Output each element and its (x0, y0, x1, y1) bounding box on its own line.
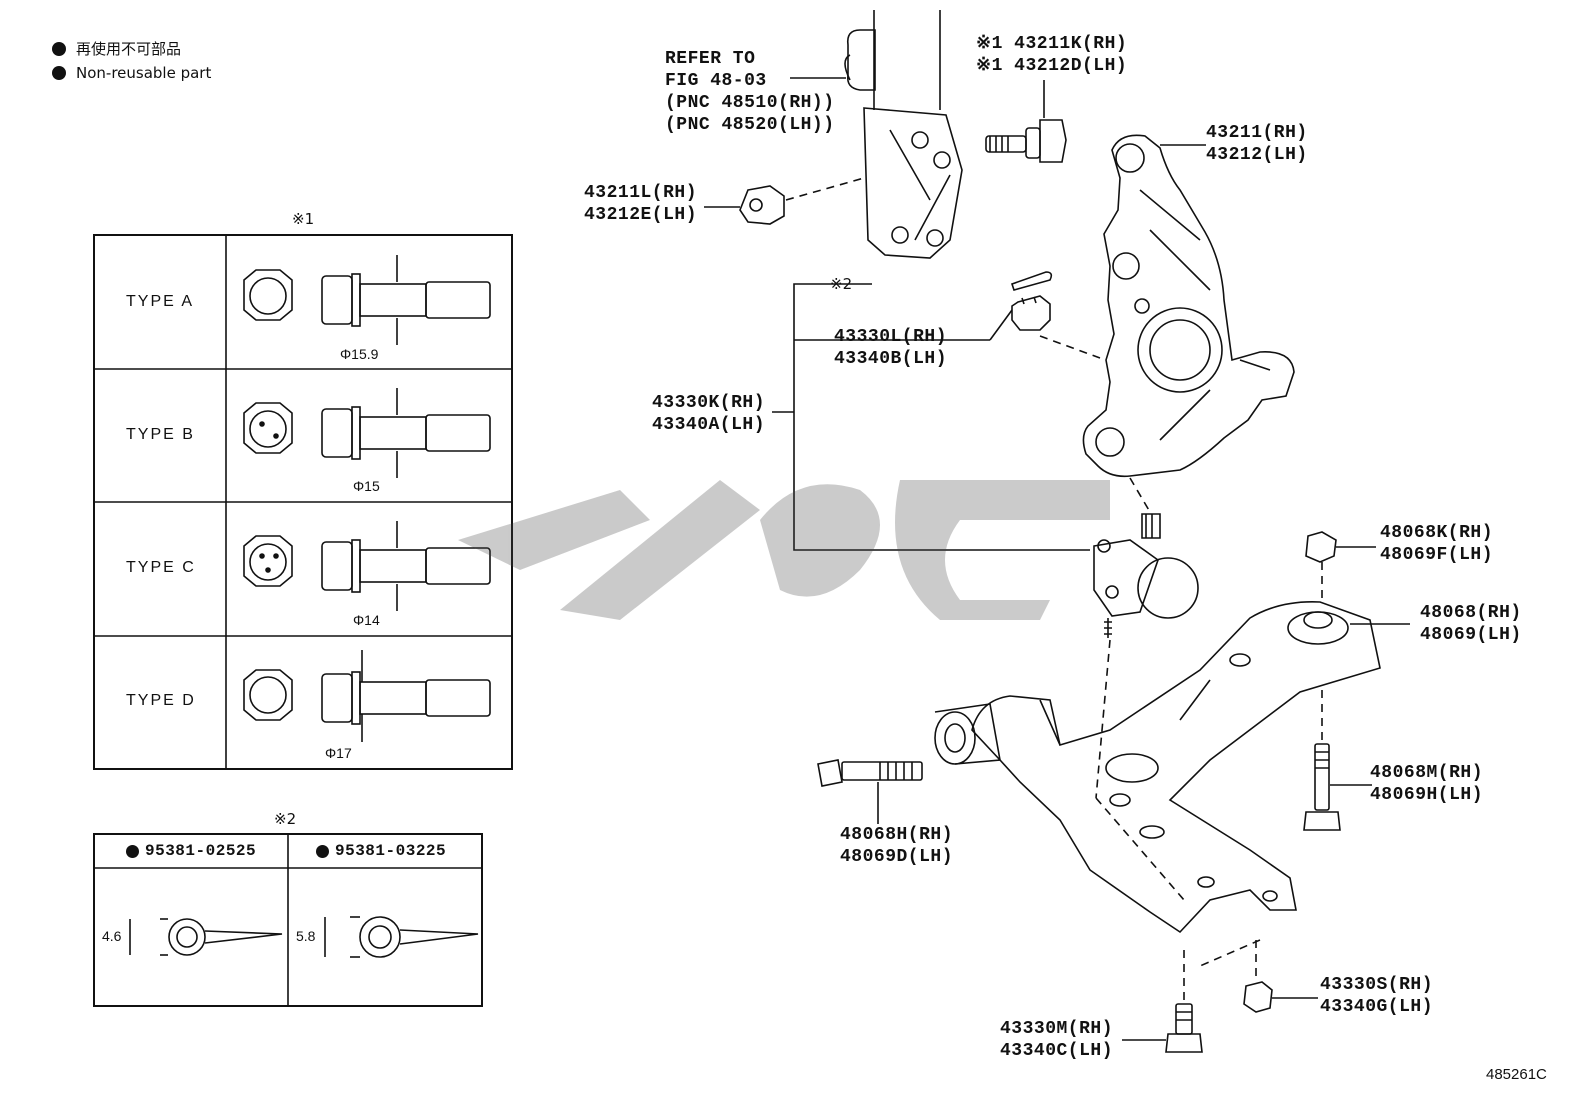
type-c-label: TYPE C (126, 559, 196, 576)
legend-en: Non-reusable part (52, 64, 211, 82)
table2-title: ※2 (274, 810, 297, 828)
non-reusable-dot-icon (126, 844, 139, 858)
strut-icon (844, 10, 963, 259)
table1-title: ※1 (292, 210, 315, 228)
castle-nut-icon (1011, 295, 1051, 331)
refer-line1: REFER TO (665, 49, 756, 69)
label-balljoint-lh[interactable]: 43340A(LH) (652, 415, 766, 435)
lower-nut-icon (1243, 981, 1273, 1013)
label-balljoint-rh[interactable]: 43330K(RH) (652, 393, 766, 413)
bolt-type-b-icon (243, 388, 491, 478)
label-armbolt-lh[interactable]: 48069H(LH) (1370, 785, 1484, 805)
watermark-logo (458, 480, 1110, 620)
cotter-code-1: 95381-02525 (126, 842, 256, 860)
ball-joint-icon (1093, 513, 1199, 638)
arm-vertical-bolt-icon (1303, 743, 1341, 831)
cotter-code-2: 95381-03225 (316, 842, 446, 860)
label-lowernut-rh[interactable]: 43330S(RH) (1320, 975, 1434, 995)
label-castle-rh[interactable]: 43330L(RH) (834, 327, 948, 347)
cotter-dim-1: 4.6 (102, 928, 122, 944)
refer-line2: FIG 48-03 (665, 71, 767, 91)
legend-jp-text: 再使用不可部品 (76, 40, 182, 58)
arm-horizontal-bolt-icon (817, 759, 923, 787)
type-b-dim: Φ15 (353, 478, 380, 494)
bolt-type-a-icon (243, 255, 491, 345)
knuckle-bolt-icon (985, 119, 1067, 163)
non-reusable-dot-icon (52, 66, 66, 80)
label-frontbolt-lh[interactable]: 48069D(LH) (840, 847, 954, 867)
label-lowernut-lh[interactable]: 43340G(LH) (1320, 997, 1434, 1017)
bolt-type-c-icon (243, 521, 491, 611)
label-bolt-lh[interactable]: ※1 43212D(LH) (976, 56, 1128, 76)
type-a-dim: Φ15.9 (340, 346, 379, 362)
label-nut-rh[interactable]: 43211L(RH) (584, 183, 698, 203)
label-armbolt-rh[interactable]: 48068M(RH) (1370, 763, 1484, 783)
cotter-pin-icon (1010, 271, 1053, 291)
steering-knuckle-icon (1082, 134, 1295, 478)
cotter-dim-2: 5.8 (296, 928, 316, 944)
figure-id: 485261C (1486, 1066, 1547, 1083)
label-nut-lh[interactable]: 43212E(LH) (584, 205, 698, 225)
cotter-code-1-text: 95381-02525 (145, 842, 257, 860)
label-lowerbolt-rh[interactable]: 43330M(RH) (1000, 1019, 1114, 1039)
arm-nut-icon (1305, 531, 1337, 563)
strut-nut-icon (739, 185, 785, 225)
non-reusable-dot-icon (316, 844, 329, 858)
lower-control-arm-icon (934, 601, 1381, 934)
label-castle-lh[interactable]: 43340B(LH) (834, 349, 948, 369)
type-c-dim: Φ14 (353, 612, 380, 628)
label-armnut-lh[interactable]: 48069F(LH) (1380, 545, 1494, 565)
cotter-pin-large-icon (324, 916, 479, 958)
type-d-label: TYPE D (126, 692, 196, 709)
type-b-label: TYPE B (126, 426, 195, 443)
legend-jp: 再使用不可部品 (52, 38, 181, 59)
refer-line4: (PNC 48520(LH)) (665, 115, 835, 135)
bolt-type-d-icon (243, 650, 491, 742)
lower-bolt-icon (1165, 1003, 1203, 1053)
type-d-dim: Φ17 (325, 745, 352, 761)
label-pin-ref[interactable]: ※2 (830, 275, 853, 293)
label-knuckle-rh[interactable]: 43211(RH) (1206, 123, 1308, 143)
label-bolt-rh[interactable]: ※1 43211K(RH) (976, 34, 1128, 54)
label-knuckle-lh[interactable]: 43212(LH) (1206, 145, 1308, 165)
legend-en-text: Non-reusable part (76, 64, 212, 82)
cotter-code-2-text: 95381-03225 (335, 842, 447, 860)
label-arm-lh[interactable]: 48069(LH) (1420, 625, 1522, 645)
label-arm-rh[interactable]: 48068(RH) (1420, 603, 1522, 623)
label-frontbolt-rh[interactable]: 48068H(RH) (840, 825, 954, 845)
label-armnut-rh[interactable]: 48068K(RH) (1380, 523, 1494, 543)
label-lowerbolt-lh[interactable]: 43340C(LH) (1000, 1041, 1114, 1061)
refer-line3: (PNC 48510(RH)) (665, 93, 835, 113)
non-reusable-dot-icon (52, 41, 66, 56)
cotter-pin-small-icon (129, 918, 283, 956)
type-a-label: TYPE A (126, 293, 195, 310)
